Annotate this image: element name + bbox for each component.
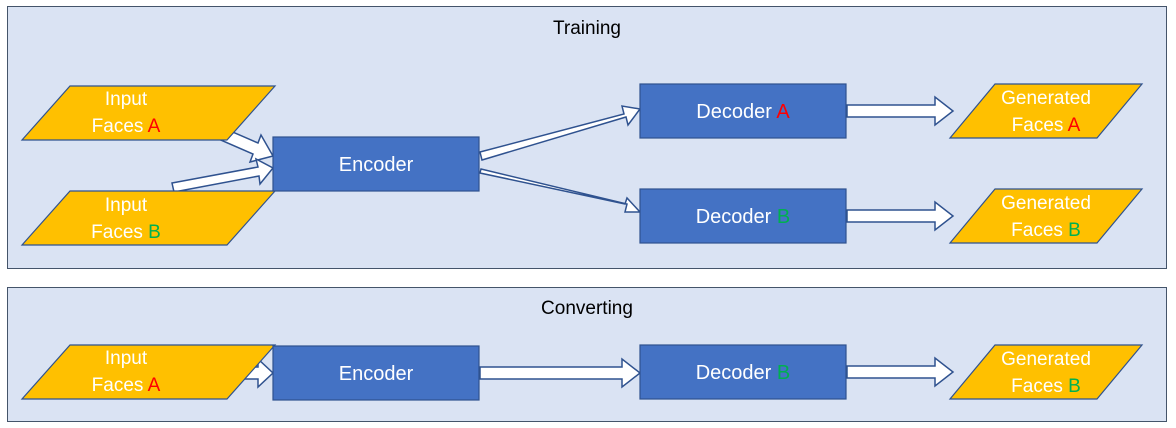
- arrow-encoder-to-decoder-b: [479, 168, 642, 213]
- input-a-letter: A: [148, 116, 161, 137]
- conv-output-line2: Faces: [1011, 376, 1063, 397]
- svg-text:Faces B: Faces B: [1011, 376, 1081, 397]
- conv-input-faces-shape: [20, 344, 277, 400]
- conv-encoder-node: Encoder: [272, 345, 480, 401]
- input-b-line1: Input: [105, 195, 148, 216]
- generated-faces-b-node: Generated Faces B: [948, 188, 1144, 244]
- conv-input-line2: Faces: [92, 375, 144, 396]
- arrow-conv-decoder-to-output: [846, 356, 955, 388]
- conv-generated-faces-node: Generated Faces B: [948, 344, 1144, 400]
- svg-text:Generated: Generated: [1001, 349, 1091, 370]
- conv-encoder-box: [272, 345, 480, 401]
- svg-text:Input: Input: [105, 89, 148, 110]
- decoder-a-node: Decoder A: [639, 83, 847, 139]
- training-encoder-node: Encoder: [272, 136, 480, 192]
- input-b-line2: Faces: [91, 222, 143, 243]
- svg-text:Faces A: Faces A: [1012, 115, 1081, 136]
- training-encoder-box: [272, 136, 480, 192]
- conv-decoder-box: [639, 344, 847, 400]
- conv-input-line1: Input: [105, 348, 148, 369]
- conv-output-letter: B: [1068, 376, 1081, 397]
- conv-decoder-letter: B: [777, 362, 790, 384]
- generated-faces-a-shape: [948, 83, 1144, 139]
- decoder-b-label: Decoder: [696, 206, 772, 228]
- svg-text:Generated: Generated: [1001, 88, 1091, 109]
- conv-decoder-label: Decoder: [696, 362, 772, 384]
- svg-text:Faces A: Faces A: [92, 116, 161, 137]
- generated-faces-b-shape: [948, 188, 1144, 244]
- output-a-letter: A: [1068, 115, 1081, 136]
- decoder-b-node: Decoder B: [639, 188, 847, 244]
- output-a-line2: Faces: [1012, 115, 1064, 136]
- output-a-line1: Generated: [1001, 88, 1091, 109]
- input-b-letter: B: [148, 222, 161, 243]
- conv-output-line1: Generated: [1001, 349, 1091, 370]
- svg-text:Decoder B: Decoder B: [696, 362, 791, 384]
- svg-text:Input: Input: [105, 348, 148, 369]
- svg-text:Generated: Generated: [1001, 193, 1091, 214]
- generated-faces-a-node: Generated Faces A: [948, 83, 1144, 139]
- arrow-decoder-a-to-output-a: [846, 95, 955, 127]
- arrow-conv-encoder-to-decoder: [479, 357, 642, 389]
- conv-encoder-label: Encoder: [339, 363, 414, 385]
- decoder-b-letter: B: [777, 206, 790, 228]
- input-faces-b-node: Input Faces B: [20, 190, 277, 246]
- input-faces-b-shape: [20, 190, 277, 246]
- decoder-a-letter: A: [776, 101, 790, 123]
- output-b-letter: B: [1068, 220, 1081, 241]
- conv-input-faces-node: Input Faces A: [20, 344, 277, 400]
- decoder-a-box: [639, 83, 847, 139]
- training-title: Training: [553, 18, 621, 39]
- conv-input-letter: A: [148, 375, 161, 396]
- conv-generated-faces-shape: [948, 344, 1144, 400]
- svg-text:Decoder B: Decoder B: [696, 206, 791, 228]
- arrow-decoder-b-to-output-b: [846, 200, 955, 232]
- svg-text:Faces B: Faces B: [1011, 220, 1081, 241]
- decoder-a-label: Decoder: [696, 101, 772, 123]
- svg-text:Input: Input: [105, 195, 148, 216]
- arrow-encoder-to-decoder-a: [479, 105, 642, 161]
- input-a-line2: Faces: [92, 116, 144, 137]
- input-faces-a-node: Input Faces A: [20, 85, 277, 141]
- output-b-line2: Faces: [1011, 220, 1063, 241]
- svg-text:Faces A: Faces A: [92, 375, 161, 396]
- converting-title: Converting: [541, 298, 633, 319]
- arrow-input-b-to-encoder: [171, 157, 275, 193]
- conv-decoder-node: Decoder B: [639, 344, 847, 400]
- svg-text:Faces B: Faces B: [91, 222, 161, 243]
- input-a-line1: Input: [105, 89, 148, 110]
- input-faces-a-shape: [20, 85, 277, 141]
- training-encoder-label: Encoder: [339, 154, 414, 176]
- output-b-line1: Generated: [1001, 193, 1091, 214]
- decoder-b-box: [639, 188, 847, 244]
- svg-text:Decoder A: Decoder A: [696, 101, 790, 123]
